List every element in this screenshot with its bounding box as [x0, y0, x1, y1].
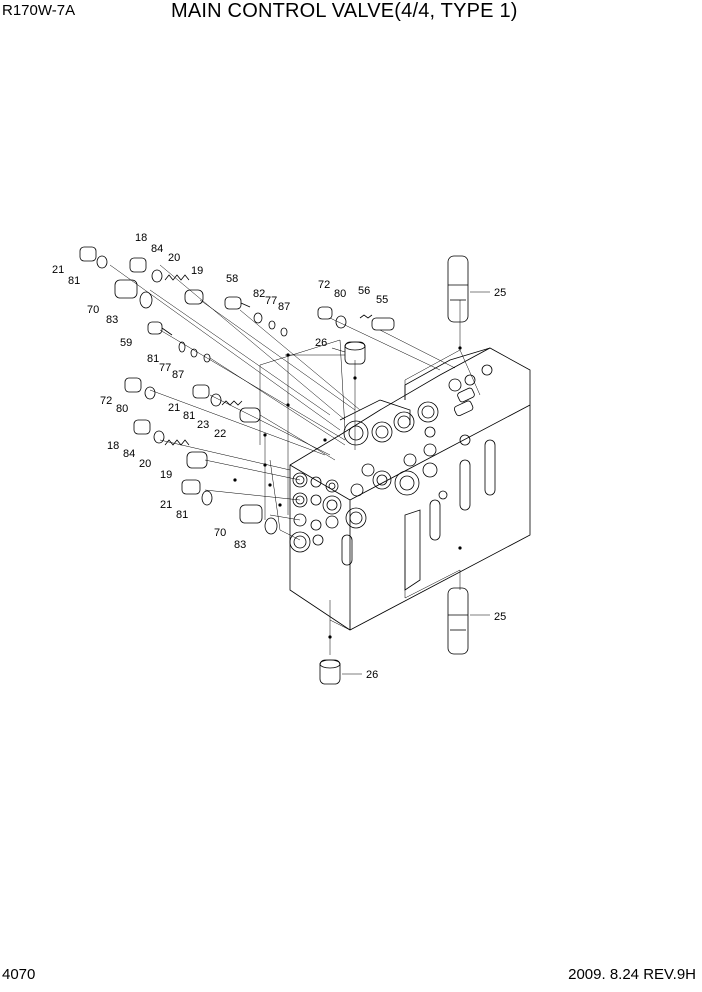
label-21: 21: [168, 402, 180, 414]
model-code: R170W-7A: [2, 2, 76, 19]
label-83: 83: [106, 314, 118, 326]
label-56: 56: [358, 285, 370, 297]
leader-lines: [109, 264, 481, 655]
label-87: 87: [278, 301, 290, 313]
label-22: 22: [214, 428, 226, 440]
label-20: 20: [139, 458, 151, 470]
label-72: 72: [318, 279, 330, 291]
label-21: 21: [160, 499, 172, 511]
label-59: 59: [120, 337, 132, 349]
label-21: 21: [52, 264, 64, 276]
page-title: MAIN CONTROL VALVE(4/4, TYPE 1): [171, 0, 518, 22]
label-70: 70: [87, 304, 99, 316]
label-58: 58: [226, 273, 238, 285]
label-70: 70: [214, 527, 226, 539]
label-26: 26: [315, 337, 327, 349]
label-19: 19: [160, 469, 172, 481]
label-87: 87: [172, 369, 184, 381]
label-80: 80: [334, 288, 346, 300]
valve-body: [289, 347, 531, 631]
label-83: 83: [234, 539, 246, 551]
part-labels: 21 81 18 84 20 19 70 83 58 82 77 87 72 8…: [52, 232, 506, 681]
label-81: 81: [68, 275, 80, 287]
label-82: 82: [253, 288, 265, 300]
label-18: 18: [135, 232, 147, 244]
label-77: 77: [265, 295, 277, 307]
label-55: 55: [376, 294, 388, 306]
pointer-lines: [331, 291, 490, 675]
label-25: 25: [494, 611, 506, 623]
label-81: 81: [176, 509, 188, 521]
label-19: 19: [191, 265, 203, 277]
label-84: 84: [123, 448, 135, 460]
label-18: 18: [107, 440, 119, 452]
label-81: 81: [147, 353, 159, 365]
junction-dots: [233, 346, 462, 639]
label-77: 77: [159, 362, 171, 374]
label-26: 26: [366, 669, 378, 681]
label-80: 80: [116, 403, 128, 415]
revision-date: 2009. 8.24 REV.9H: [568, 966, 696, 983]
label-72: 72: [100, 395, 112, 407]
label-81: 81: [183, 410, 195, 422]
label-23: 23: [197, 419, 209, 431]
label-25: 25: [494, 287, 506, 299]
label-84: 84: [151, 243, 163, 255]
label-20: 20: [168, 252, 180, 264]
parts: [79, 246, 469, 685]
page-number: 4070: [2, 966, 36, 983]
